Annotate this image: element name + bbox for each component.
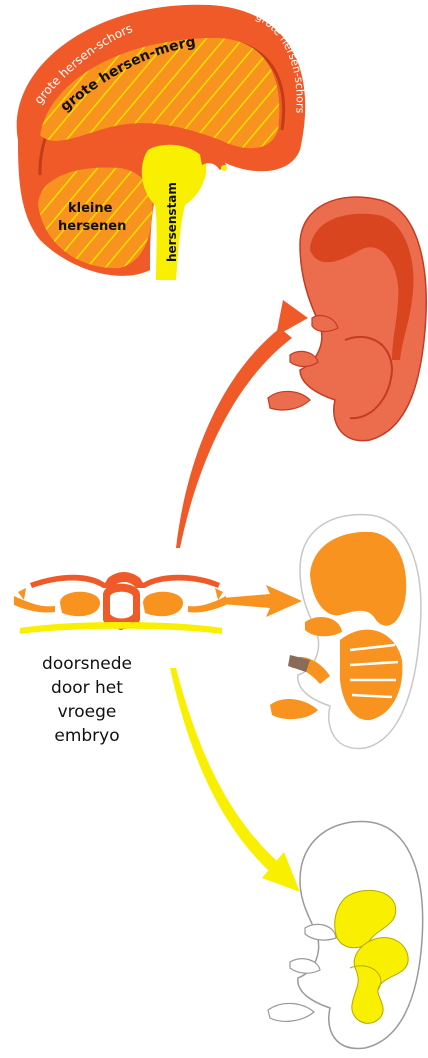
embryo-cross-section [14,572,226,634]
caption-line-1: doorsnede [12,652,162,676]
cerebellum-label-1: kleine [68,201,113,216]
caption-line-2: door het [12,676,162,700]
brain-section: grote hersen-schors grote hersen-schors … [17,5,307,280]
cerebellum-label-2: hersenen [58,219,126,234]
arrow-to-middle-embryo [222,585,302,617]
brainstem-label: hersenstam [165,182,179,262]
arrow-to-top-embryo [176,300,308,548]
caption-line-3: vroege [12,700,162,724]
embryo-bottom-skeleton [268,822,423,1049]
embryo-middle-muscles [270,515,421,749]
caption-line-4: embryo [12,724,162,748]
cerebellum-shape [38,167,153,268]
cross-section-caption: doorsnede door het vroege embryo [12,652,162,748]
